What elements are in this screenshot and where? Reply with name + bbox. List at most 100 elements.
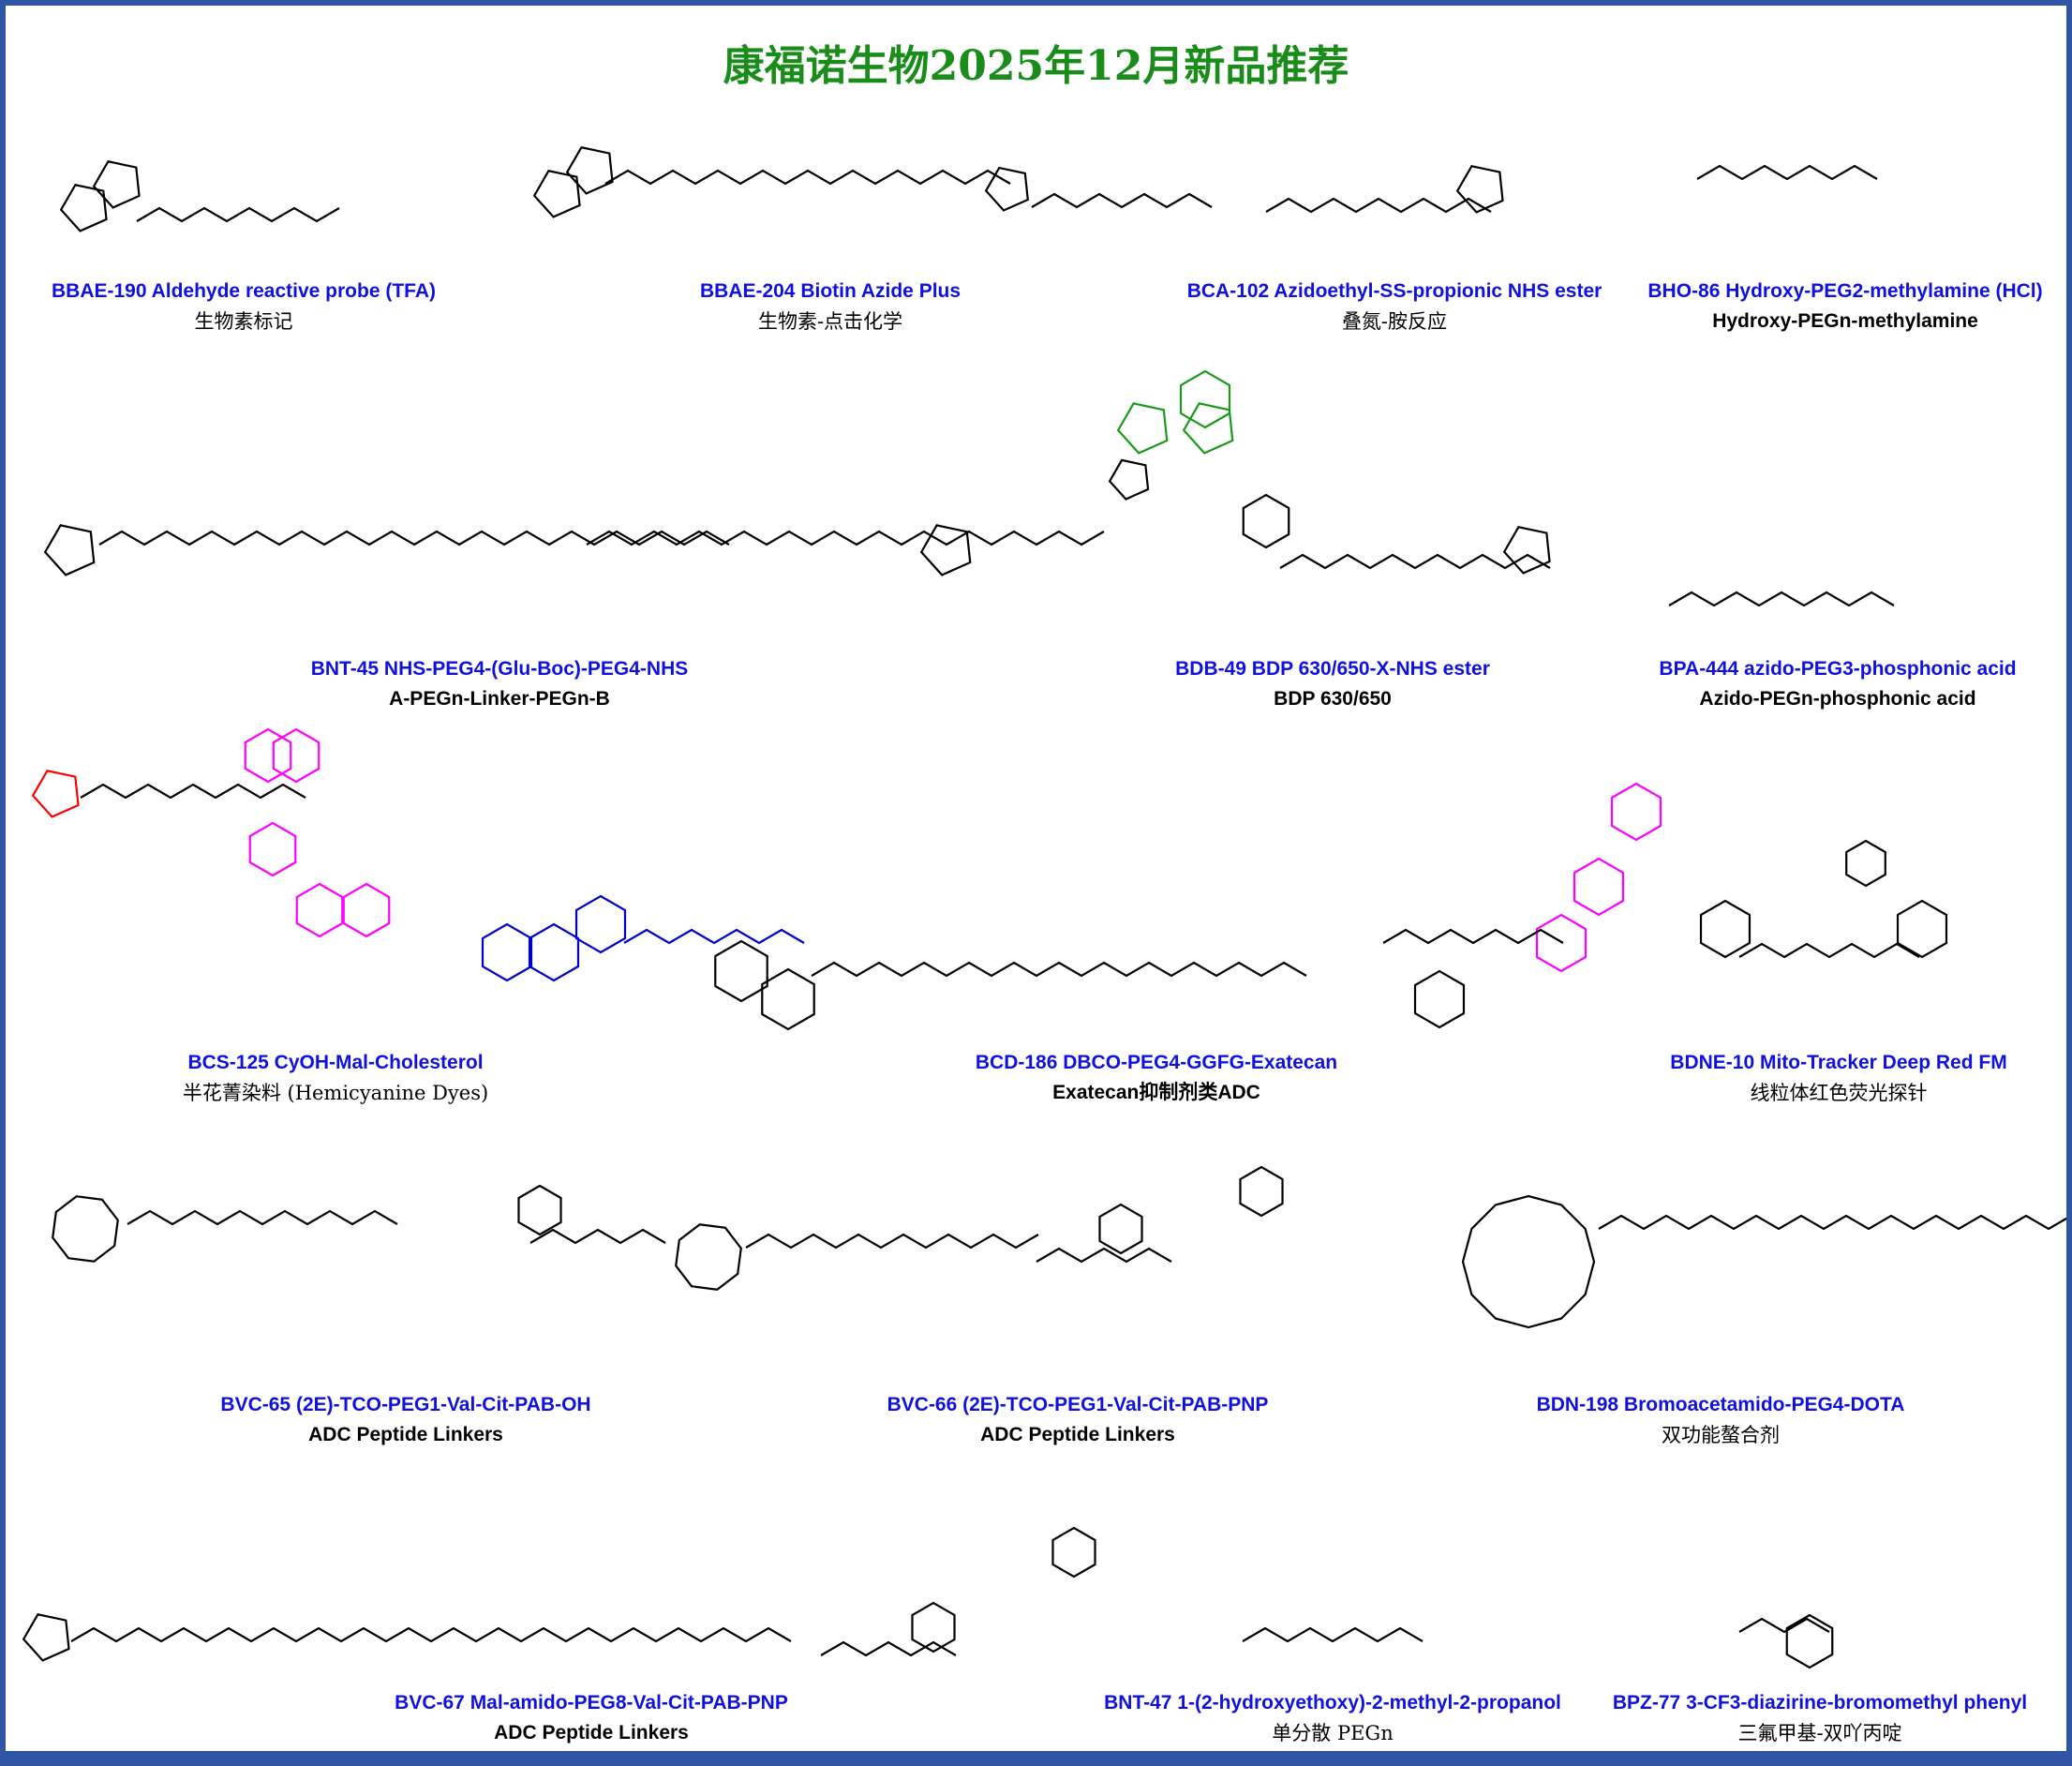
product-name: BBAE-190 Aldehyde reactive probe (TFA): [52, 280, 436, 302]
bond-chain: [98, 530, 730, 546]
bond-chain: [70, 1626, 792, 1643]
ring: [1845, 839, 1886, 888]
product-name: BCA-102 Azidoethyl-SS-propionic NHS este…: [1186, 280, 1602, 302]
bond-chain: [745, 1233, 1039, 1250]
ring: [1455, 165, 1504, 214]
product-name: BNT-47 1-(2-hydroxyethoxy)-2-methyl-2-pr…: [1104, 1692, 1561, 1714]
product-name: BNT-45 NHS-PEG4-(Glu-Boc)-PEG4-NHS: [310, 658, 689, 680]
ring: [714, 939, 768, 1003]
bond-chain: [1279, 553, 1551, 570]
bond-chain: [529, 1228, 666, 1245]
product-bpz-77: BPZ-77 3-CF3-diazirine-bromomethyl pheny…: [1613, 1691, 2027, 1745]
ring: [1413, 969, 1466, 1029]
product-name: BVC-66 (2E)-TCO-PEG1-Val-Cit-PAB-PNP: [887, 1394, 1269, 1415]
product-name: BPA-444 azido-PEG3-phosphonic acid: [1659, 658, 2017, 680]
product-category: A-PEGn-Linker-PEGn-B: [389, 688, 610, 710]
product-name: BPZ-77 3-CF3-diazirine-bromomethyl pheny…: [1612, 1692, 2028, 1714]
product-category: 叠氮-胺反应: [1341, 310, 1448, 333]
product-name: BCD-186 DBCO-PEG4-GGFG-Exatecan: [975, 1052, 1338, 1073]
ring: [52, 1195, 119, 1263]
product-name: BDN-198 Bromoacetamido-PEG4-DOTA: [1536, 1394, 1905, 1415]
ring: [517, 1184, 562, 1236]
ring: [342, 882, 391, 938]
product-name: BHO-86 Hydroxy-PEG2-methylamine (HCl): [1647, 280, 2043, 302]
ring: [1116, 402, 1169, 455]
ring: [1108, 458, 1150, 501]
bond-chain: [1696, 164, 1878, 181]
product-bnt-47: BNT-47 1-(2-hydroxyethoxy)-2-methyl-2-pr…: [1104, 1691, 1561, 1745]
ring: [675, 1223, 742, 1291]
ring: [1502, 526, 1551, 575]
bond-chain: [623, 928, 805, 945]
product-category: ADC Peptide Linkers: [308, 1424, 503, 1445]
ring: [919, 524, 972, 576]
product-category: 三氟甲基-双吖丙啶: [1737, 1722, 1902, 1744]
ring: [43, 524, 96, 576]
ring: [1610, 782, 1662, 842]
product-category: ADC Peptide Linkers: [494, 1722, 689, 1744]
product-bho-86: BHO-86 Hydroxy-PEG2-methylamine (HCl) Hyd…: [1647, 279, 2042, 334]
ring: [1699, 899, 1752, 959]
ring: [92, 160, 141, 209]
bond-chain: [604, 169, 1011, 186]
product-category: 线粒体红色荧光探针: [1750, 1082, 1928, 1104]
product-category: BDP 630/650: [1274, 688, 1392, 710]
product-category: 单分散 PEGn: [1272, 1722, 1394, 1744]
product-name: BDB-49 BDP 630/650-X-NHS ester: [1175, 658, 1490, 680]
ring: [1182, 402, 1234, 455]
ring: [532, 170, 581, 218]
product-name: BBAE-204 Biotin Azide Plus: [699, 280, 961, 302]
product-bnt-45: BNT-45 NHS-PEG4-(Glu-Boc)-PEG4-NHS A-PEGn…: [311, 657, 689, 711]
ring: [295, 882, 344, 938]
bond-chain: [127, 1209, 398, 1226]
ring: [1573, 857, 1625, 917]
product-bvc-67: BVC-67 Mal-amido-PEG8-Val-Cit-PAB-PNP ADC…: [395, 1691, 788, 1745]
ring: [1098, 1203, 1143, 1255]
bond-chain: [1738, 942, 1920, 959]
ring: [22, 1613, 70, 1662]
ring: [1242, 493, 1290, 549]
product-bca-102: BCA-102 Azidoethyl-SS-propionic NHS este…: [1187, 279, 1602, 334]
ring: [1051, 1526, 1096, 1579]
product-name: BDNE-10 Mito-Tracker Deep Red FM: [1670, 1052, 2007, 1073]
ring: [244, 727, 292, 784]
product-name: BVC-67 Mal-amido-PEG8-Val-Cit-PAB-PNP: [395, 1692, 788, 1714]
bond-chain: [1031, 192, 1213, 209]
ring: [911, 1601, 956, 1654]
bond-chain: [1036, 1247, 1172, 1264]
poster-title: 康福诺生物2025年12月新品推荐: [723, 42, 1349, 90]
bond-chain: [1668, 591, 1895, 607]
bond-chain: [1738, 1617, 1830, 1634]
product-category: Hydroxy-PEGn-methylamine: [1712, 310, 1978, 332]
product-bvc-66: BVC-66 (2E)-TCO-PEG1-Val-Cit-PAB-PNP ADC …: [887, 1393, 1269, 1447]
bond-chain: [80, 783, 306, 800]
product-category: 生物素标记: [194, 310, 293, 333]
ring: [1785, 1613, 1834, 1669]
product-bbae-190: BBAE-190 Aldehyde reactive probe (TFA) 生物…: [52, 279, 436, 334]
product-name: BCS-125 CyOH-Mal-Cholesterol: [187, 1052, 484, 1073]
ring: [528, 922, 580, 982]
ring: [761, 967, 815, 1031]
ring: [1461, 1194, 1596, 1329]
ring: [1179, 369, 1231, 429]
product-category: ADC Peptide Linkers: [980, 1424, 1175, 1445]
bond-chain: [1382, 928, 1564, 945]
bond-chain: [586, 530, 1105, 546]
bond-chain: [1242, 1626, 1424, 1643]
product-bvc-65: BVC-65 (2E)-TCO-PEG1-Val-Cit-PAB-OH ADC P…: [220, 1393, 590, 1447]
ring: [1239, 1165, 1284, 1218]
product-bdne-10: BDNE-10 Mito-Tracker Deep Red FM 线粒体红色荧光探…: [1670, 1051, 2006, 1105]
product-name: BVC-65 (2E)-TCO-PEG1-Val-Cit-PAB-OH: [220, 1394, 591, 1415]
chemical-structures: [22, 146, 2066, 1669]
bond-chain: [1265, 197, 1492, 214]
ring: [31, 770, 80, 818]
ring: [1896, 899, 1948, 959]
bond-chain: [1598, 1214, 2066, 1231]
